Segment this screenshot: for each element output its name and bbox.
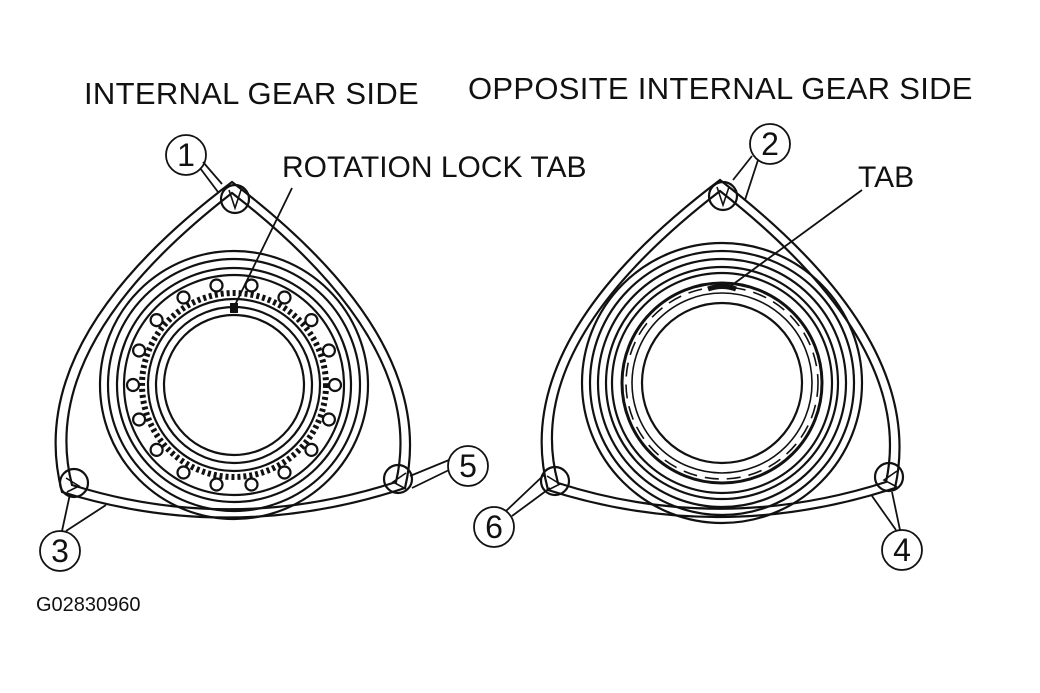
right-bearing-ring bbox=[620, 281, 824, 485]
figure-code: G02830960 bbox=[36, 594, 141, 616]
left-bolt-hole bbox=[149, 442, 164, 457]
left-apex-seal-top bbox=[219, 183, 251, 215]
marker-circle-1 bbox=[165, 134, 207, 176]
left-bolt-hole bbox=[149, 313, 164, 328]
marker-circle-6 bbox=[473, 506, 515, 548]
right-rotor-outline-inner bbox=[550, 189, 892, 510]
marker-2: 2 bbox=[761, 126, 779, 162]
left-apex-seal-bottom-left bbox=[58, 467, 90, 499]
left-rotor bbox=[54, 180, 414, 521]
callout-leaders bbox=[39, 123, 923, 572]
left-bolt-hole bbox=[304, 313, 319, 328]
left-bolt-hole bbox=[321, 412, 336, 427]
right-apex-seal-bottom-right bbox=[873, 461, 905, 493]
left-bolt-hole bbox=[304, 442, 319, 457]
callout-tab: TAB bbox=[858, 161, 915, 194]
rotation-lock-tab-leader bbox=[234, 187, 293, 306]
marker-circle-3 bbox=[39, 530, 81, 572]
marker-circle-5 bbox=[447, 445, 489, 487]
marker-6: 6 bbox=[485, 509, 503, 545]
marker-3: 3 bbox=[51, 533, 69, 569]
marker-circle-2 bbox=[749, 123, 791, 165]
right-apex-seal-bottom-left bbox=[539, 465, 571, 497]
left-rotor-outline-inner bbox=[65, 191, 402, 511]
right-rotor-outline-outer bbox=[540, 178, 901, 519]
marker-5: 5 bbox=[459, 448, 477, 484]
left-bolt-hole bbox=[209, 278, 224, 293]
left-bolt-hole bbox=[176, 290, 191, 305]
marker-circle-4 bbox=[881, 529, 923, 571]
right-rotor bbox=[539, 178, 905, 525]
heading-opposite-internal-gear-side: OPPOSITE INTERNAL GEAR SIDE bbox=[468, 71, 973, 106]
left-bolt-hole bbox=[244, 477, 259, 492]
marker-1: 1 bbox=[177, 137, 195, 173]
left-bolt-hole bbox=[327, 377, 343, 393]
left-bolt-holes bbox=[125, 278, 343, 492]
right-rotor-bore bbox=[640, 301, 804, 465]
heading-internal-gear-side: INTERNAL GEAR SIDE bbox=[84, 76, 419, 111]
right-apex-seal-top bbox=[707, 180, 739, 212]
right-tab-mark bbox=[707, 284, 737, 292]
left-apex-seal-bottom-right bbox=[382, 463, 414, 495]
left-rotor-outline-outer bbox=[54, 180, 412, 519]
right-ring-outer bbox=[580, 241, 864, 525]
tab-leader bbox=[727, 189, 863, 289]
left-bolt-hole bbox=[125, 377, 141, 393]
left-bolt-hole bbox=[277, 465, 292, 480]
left-bolt-hole bbox=[176, 465, 191, 480]
callout-rotation-lock-tab: ROTATION LOCK TAB bbox=[282, 151, 587, 184]
marker-4: 4 bbox=[893, 532, 911, 568]
left-rotor-bore bbox=[162, 313, 306, 457]
left-bolt-hole bbox=[132, 412, 147, 427]
left-bolt-hole bbox=[209, 477, 224, 492]
rotation-lock-tab-mark bbox=[230, 303, 238, 313]
left-internal-gear bbox=[139, 290, 329, 480]
left-bolt-hole bbox=[277, 290, 292, 305]
left-ring-outer bbox=[98, 249, 370, 521]
left-bolt-hole bbox=[321, 343, 336, 358]
left-bolt-hole bbox=[132, 343, 147, 358]
